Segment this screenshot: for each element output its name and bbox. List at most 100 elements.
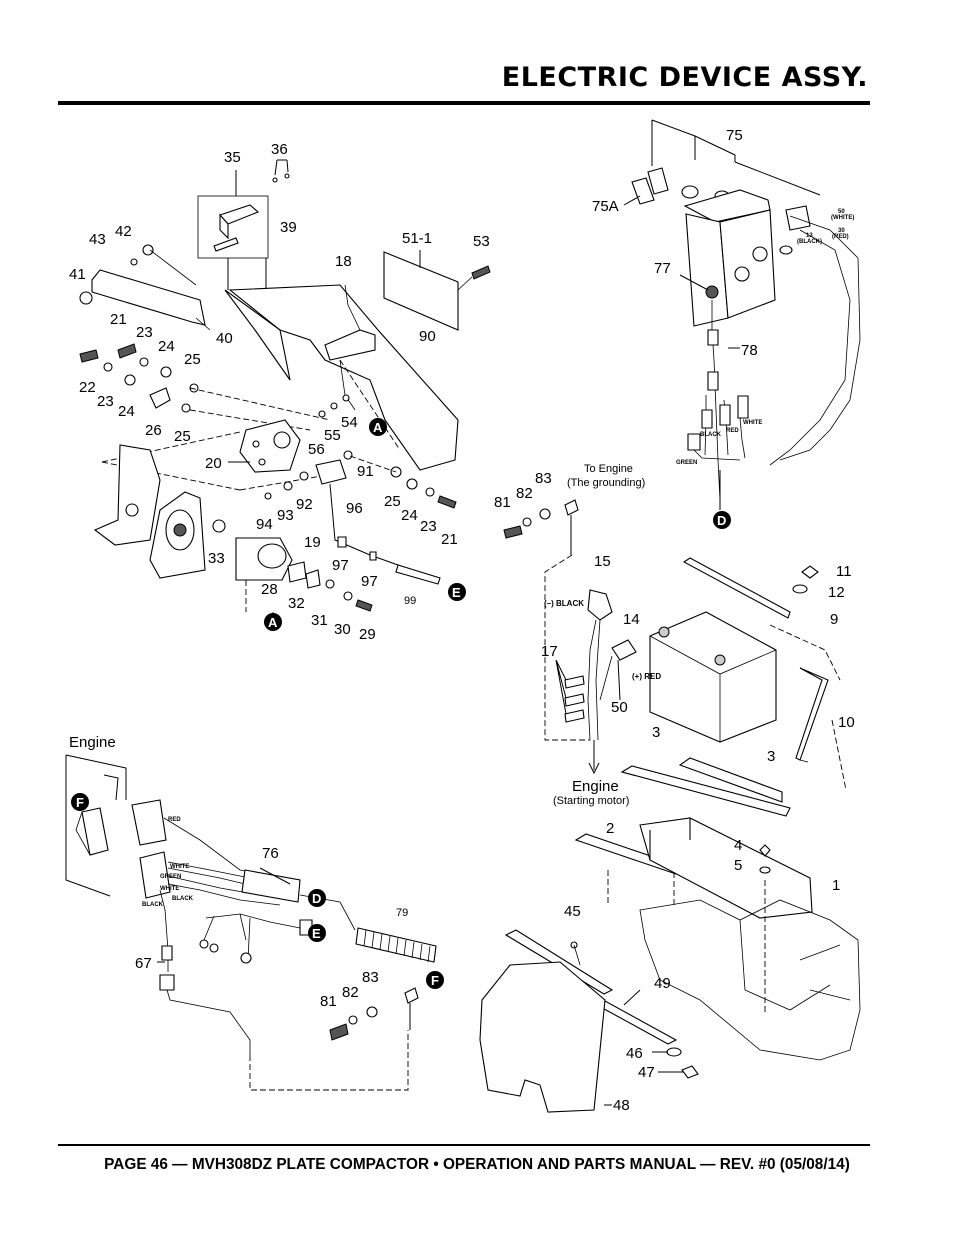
callout-30: 30 [334, 621, 351, 638]
note-grounding: (The grounding) [567, 477, 645, 489]
svg-text:F: F [431, 973, 439, 988]
callout-23c: 23 [420, 518, 437, 535]
connector-f-left [71, 793, 89, 811]
wire-white-2: WHITE [160, 886, 179, 892]
callout-28: 28 [261, 581, 278, 598]
connector-d-top [713, 511, 731, 529]
callout-50: 50 [611, 699, 628, 716]
callout-77: 77 [654, 260, 671, 277]
callout-39: 39 [280, 219, 297, 236]
wire-white: WHITE [170, 864, 189, 870]
wire-13: 13 [806, 233, 813, 239]
callout-83a: 83 [535, 470, 552, 487]
callout-47: 47 [638, 1064, 655, 1081]
svg-text:E: E [452, 585, 461, 600]
wire-red: RED [168, 817, 181, 823]
callout-54: 54 [341, 414, 358, 431]
callout-18: 18 [335, 253, 352, 270]
callout-23b: 23 [97, 393, 114, 410]
callout-3b: 3 [767, 748, 775, 765]
callout-97b: 97 [361, 573, 378, 590]
callout-33: 33 [208, 550, 225, 567]
callout-41: 41 [69, 266, 86, 283]
connector-e-top [448, 583, 466, 601]
footer-rule [58, 1144, 870, 1146]
callout-19: 19 [304, 534, 321, 551]
title-rule [58, 101, 870, 105]
callout-82a: 82 [516, 485, 533, 502]
callout-21b: 21 [441, 531, 458, 548]
callout-17: 17 [541, 643, 558, 660]
engine-harness [65, 754, 437, 1091]
callout-99: 99 [404, 595, 416, 607]
callout-2: 2 [606, 820, 614, 837]
callout-26: 26 [145, 422, 162, 439]
wire-13-color: (BLACK) [797, 239, 822, 245]
callout-75: 75 [726, 127, 743, 144]
svg-text:D: D [312, 891, 321, 906]
callout-81a: 81 [494, 494, 511, 511]
callout-76: 76 [262, 845, 279, 862]
connector-a-top [369, 418, 387, 436]
connector-a-bottom [264, 613, 282, 631]
callout-23a: 23 [136, 324, 153, 341]
connector-d-bottom [308, 889, 326, 907]
corrugated-tube [355, 927, 437, 963]
callout-24c: 24 [401, 507, 418, 524]
note-starting-motor: (Starting motor) [553, 795, 629, 807]
callout-4: 4 [734, 837, 742, 854]
callout-31: 31 [311, 612, 328, 629]
notes: To Engine (The grounding) Engine (Starti… [69, 463, 661, 807]
wire-black-top: BLACK [700, 432, 722, 438]
svg-text:A: A [373, 420, 383, 435]
callout-43: 43 [89, 231, 106, 248]
callout-10: 10 [838, 714, 855, 731]
callout-29: 29 [359, 626, 376, 643]
callout-14: 14 [623, 611, 640, 628]
key-switch-assembly [623, 119, 861, 510]
note-engine-top: Engine [69, 734, 116, 751]
callout-5: 5 [734, 857, 742, 874]
wire-green: GREEN [160, 874, 181, 880]
svg-text:E: E [312, 926, 321, 941]
callout-12: 12 [828, 584, 845, 601]
control-box-assembly [79, 159, 491, 620]
callout-91: 91 [357, 463, 374, 480]
callout-15: 15 [594, 553, 611, 570]
callout-35: 35 [224, 149, 241, 166]
callout-21a: 21 [110, 311, 127, 328]
page-title: ELECTRIC DEVICE ASSY. [501, 62, 868, 93]
callout-25c: 25 [384, 493, 401, 510]
wire-green-top: GREEN [676, 460, 697, 466]
callout-49: 49 [654, 975, 671, 992]
callout-46: 46 [626, 1045, 643, 1062]
callout-90: 90 [419, 328, 436, 345]
callout-11: 11 [836, 563, 852, 580]
callout-92: 92 [296, 496, 313, 513]
grounding-hardware [503, 499, 590, 741]
callout-48: 48 [613, 1097, 630, 1114]
callout-55: 55 [324, 427, 341, 444]
wire-labels: RED WHITE GREEN WHITE BLACK BLACK GREEN … [142, 209, 854, 908]
callout-97a: 97 [332, 557, 349, 574]
callout-96: 96 [346, 500, 363, 517]
callout-24b: 24 [118, 403, 135, 420]
callout-42: 42 [115, 223, 132, 240]
callout-83b: 83 [362, 969, 379, 986]
battery-frame [574, 757, 813, 919]
wire-50-color: (WHITE) [831, 215, 854, 221]
note-to-engine: To Engine [584, 463, 633, 475]
callout-82b: 82 [342, 984, 359, 1001]
callout-22: 22 [79, 379, 96, 396]
connector-e-bottom [308, 924, 326, 942]
wire-black-2: BLACK [142, 902, 164, 908]
wire-red-top: RED [726, 428, 739, 434]
callout-40: 40 [216, 330, 233, 347]
callout-32: 32 [288, 595, 305, 612]
note-neg-black: (–) BLACK [544, 599, 584, 608]
callout-53: 53 [473, 233, 490, 250]
svg-text:D: D [717, 513, 726, 528]
wire-50: 50 [838, 209, 845, 215]
callout-51-1: 51-1 [402, 230, 432, 247]
